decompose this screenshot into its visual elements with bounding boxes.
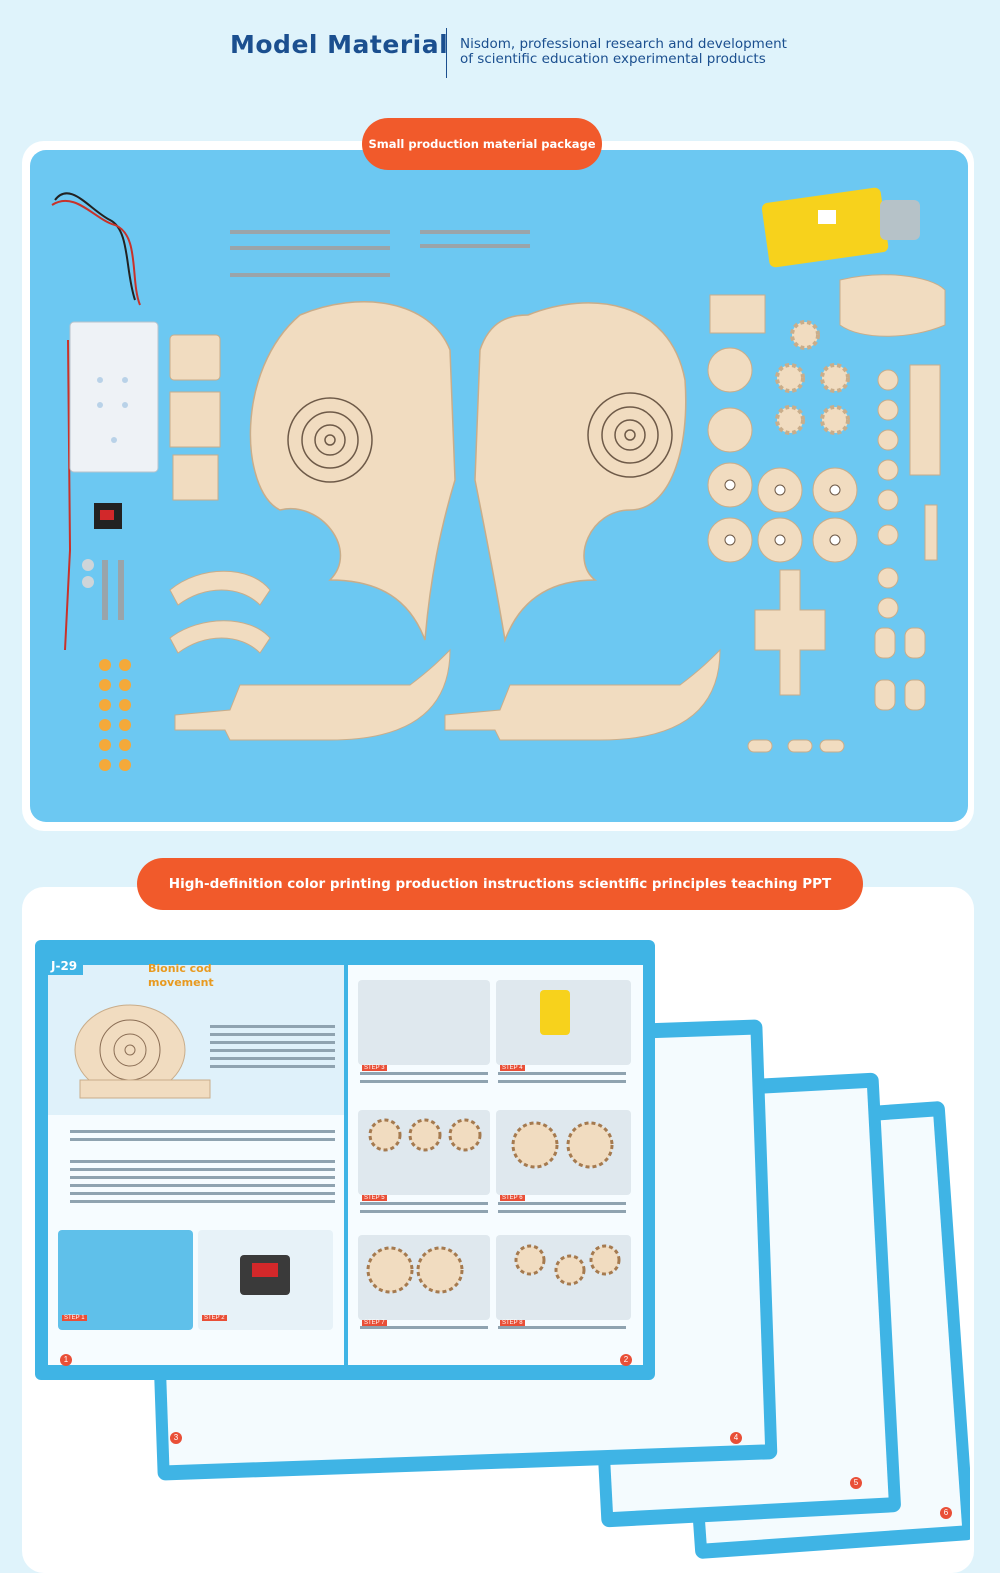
page-number: 5: [850, 1477, 862, 1489]
page-title: Model Material: [230, 30, 449, 59]
page-number: 1: [60, 1354, 72, 1366]
step-label: STEP 2: [202, 1315, 227, 1321]
subtitle-line-2: of scientific education experimental pro…: [460, 51, 766, 67]
instructions-badge: High-definition color printing productio…: [137, 858, 863, 910]
booklet-heading-line-1: Bionic cod: [148, 962, 212, 975]
step-label: STEP 4: [500, 1065, 525, 1071]
material-package-badge: Small production material package: [362, 118, 602, 170]
instruction-booklet-illustration: [30, 930, 970, 1570]
booklet-heading-line-2: movement: [148, 976, 214, 989]
step-label: STEP 6: [500, 1195, 525, 1201]
page-number: 6: [940, 1507, 952, 1519]
step-label: STEP 8: [500, 1320, 525, 1326]
page-number: 3: [170, 1432, 182, 1444]
step-label: STEP 1: [62, 1315, 87, 1321]
material-kit-illustration: [51, 187, 946, 771]
page-subtitle: Nisdom, professional research and develo…: [460, 37, 800, 67]
subtitle-line-1: Nisdom, professional research and develo…: [460, 36, 787, 52]
step-label: STEP 7: [362, 1320, 387, 1326]
gear-icons: [775, 320, 850, 435]
page-number: 4: [730, 1432, 742, 1444]
gear-motor-icon: [761, 187, 920, 268]
page-number: 2: [620, 1354, 632, 1366]
booklet-heading: Bionic cod movement: [148, 962, 214, 990]
battery-box-icon: [69, 321, 159, 473]
step-label: STEP 5: [362, 1195, 387, 1201]
booklet-code: J-29: [45, 957, 84, 975]
page-header: Model Material Nisdom, professional rese…: [0, 0, 1000, 110]
material-mat-photo: [30, 150, 968, 822]
step-label: STEP 3: [362, 1065, 387, 1071]
header-divider: [446, 28, 447, 78]
snail-shell-panels: [249, 301, 687, 643]
